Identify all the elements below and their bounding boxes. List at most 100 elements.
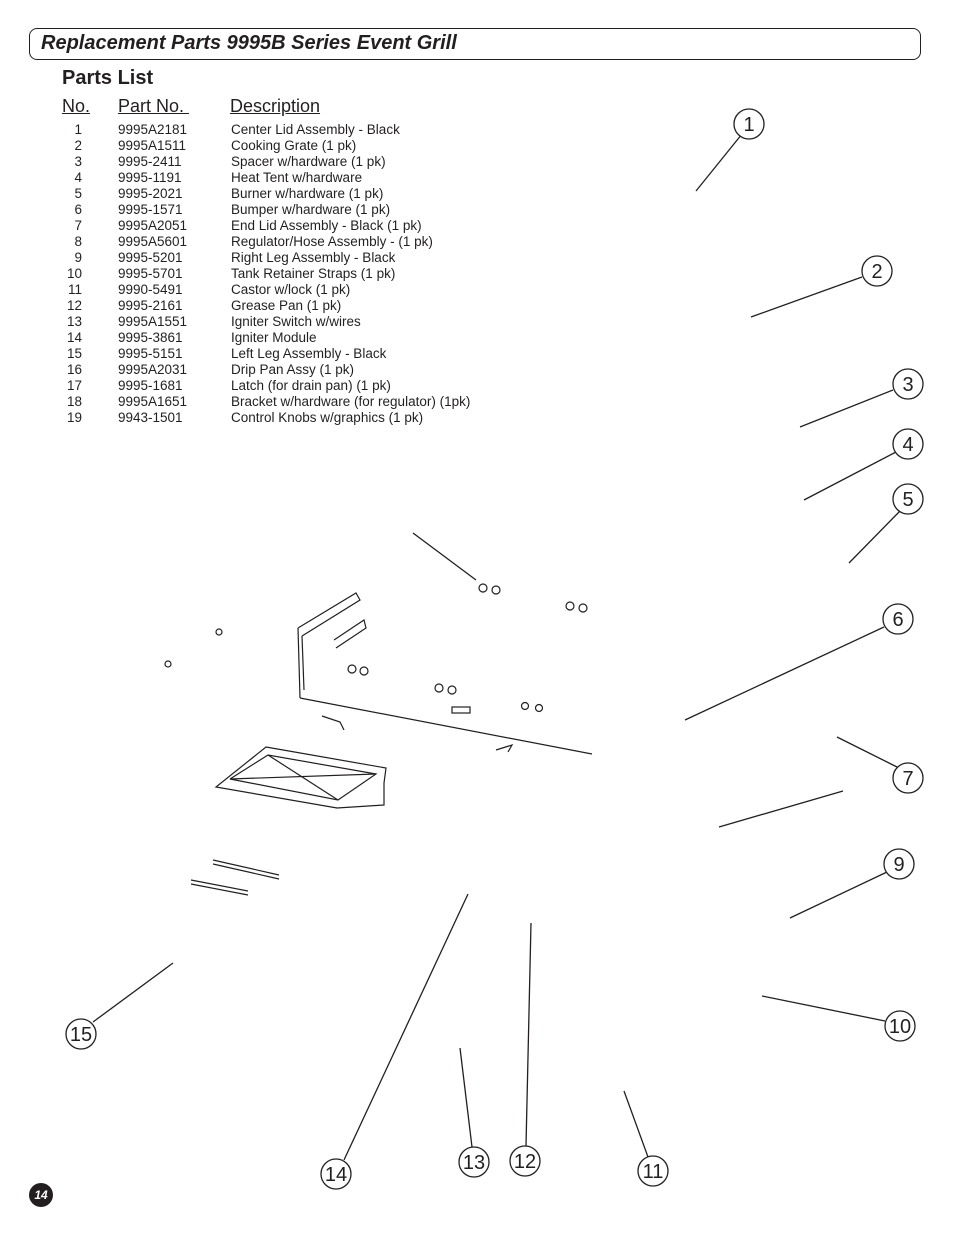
callout-number: 12 [514, 1151, 536, 1173]
callout-7: 7 [892, 762, 924, 794]
leader-line [789, 871, 888, 919]
callout-2: 2 [861, 255, 893, 287]
drip-pan-drawing [214, 746, 387, 809]
callout-number: 2 [871, 261, 882, 283]
callout-number: 9 [893, 854, 904, 876]
row-description: Spacer w/hardware (1 pk) [231, 154, 386, 169]
row-description: Grease Pan (1 pk) [231, 298, 342, 313]
grill-edge [299, 697, 593, 755]
callout-number: 4 [902, 434, 913, 456]
row-no: 3 [74, 154, 82, 169]
drip-pan-crease [267, 754, 339, 801]
tank-straps-drawing [190, 859, 280, 896]
leader-line [799, 389, 894, 428]
castor-wheel [164, 660, 172, 668]
row-no: 17 [66, 378, 82, 393]
row-part-no: 9995-3861 [118, 330, 183, 345]
row-no: 19 [66, 410, 82, 425]
page-title: Replacement Parts 9995B Series Event Gri… [41, 32, 457, 54]
callout-5: 5 [892, 483, 924, 515]
row-no: 14 [66, 330, 82, 345]
callout-number: 11 [643, 1161, 664, 1183]
tank-strap [212, 863, 280, 880]
leader-line [684, 626, 885, 721]
row-no: 2 [74, 138, 82, 153]
title-banner: Replacement Parts 9995B Series Event Gri… [29, 28, 921, 60]
callout-11: 11 [637, 1155, 669, 1187]
row-part-no: 9995A2181 [118, 122, 188, 137]
row-description: Igniter Switch w/wires [231, 314, 361, 329]
latch [495, 743, 514, 753]
control-knob [520, 701, 530, 711]
row-part-no: 9995-2161 [118, 298, 183, 313]
control-knob [565, 601, 575, 611]
row-description: Heat Tent w/hardware [231, 170, 363, 185]
callout-3: 3 [892, 368, 924, 400]
callout-1: 1 [733, 108, 765, 140]
castor-wheel [215, 628, 223, 636]
row-description: Castor w/lock (1 pk) [231, 282, 351, 297]
row-part-no: 9995-5701 [118, 266, 183, 281]
callout-number: 7 [902, 768, 913, 790]
callout-number: 13 [463, 1152, 485, 1174]
row-part-no: 9995-1571 [118, 202, 183, 217]
table-row: 4 9995-1191 Heat Tent w/hardware [0, 170, 600, 186]
row-description: Regulator/Hose Assembly - (1 pk) [231, 234, 433, 249]
tank-strap [212, 859, 280, 876]
tank-strap [190, 879, 249, 892]
row-no: 4 [74, 170, 82, 185]
leader-line [836, 736, 898, 768]
row-no: 11 [67, 282, 82, 297]
row-part-no: 9995-1191 [118, 170, 182, 185]
leader-line [459, 1047, 473, 1148]
column-header-no: No. [62, 96, 91, 116]
latch [321, 715, 345, 731]
callout-9: 9 [883, 848, 915, 880]
callout-number: 5 [902, 489, 913, 511]
callout-number: 3 [902, 374, 913, 396]
leader-line [623, 1090, 649, 1158]
row-no: 15 [66, 346, 82, 361]
row-description: Right Leg Assembly - Black [231, 250, 396, 265]
grill-body-drawing [164, 583, 593, 755]
leader-line [803, 451, 897, 501]
row-description: Bracket w/hardware (for regulator) (1pk) [231, 394, 471, 409]
igniter-bracket [451, 706, 471, 714]
row-part-no: 9995A2031 [118, 362, 188, 377]
grill-side-panel [297, 592, 361, 637]
row-no: 9 [74, 250, 82, 265]
callout-number: 15 [70, 1024, 92, 1046]
leader-line [525, 922, 532, 1147]
row-description: Burner w/hardware (1 pk) [231, 186, 384, 201]
control-knob [347, 664, 357, 674]
control-knob [478, 583, 488, 593]
callout-14: 14 [320, 1158, 352, 1190]
callout-12: 12 [509, 1145, 541, 1177]
row-description: Control Knobs w/graphics (1 pk) [231, 410, 424, 425]
page-number-badge: 14 [29, 1183, 53, 1207]
leader-line [412, 532, 477, 581]
leader-line [92, 962, 174, 1023]
row-part-no: 9995A1511 [118, 138, 187, 153]
callout-13: 13 [458, 1146, 490, 1178]
control-knob [434, 683, 444, 693]
leader-lines [92, 133, 901, 1161]
row-part-no: 9995A1551 [118, 314, 188, 329]
leader-line [848, 510, 901, 564]
leader-line [343, 893, 469, 1161]
row-description: Cooking Grate (1 pk) [231, 138, 357, 153]
leader-line [750, 276, 863, 318]
row-description: Drip Pan Assy (1 pk) [231, 362, 355, 377]
grill-edge [297, 627, 301, 699]
row-part-no: 9943-1501 [118, 410, 183, 425]
row-part-no: 9995A2051 [118, 218, 188, 233]
callout-number: 14 [325, 1164, 347, 1186]
